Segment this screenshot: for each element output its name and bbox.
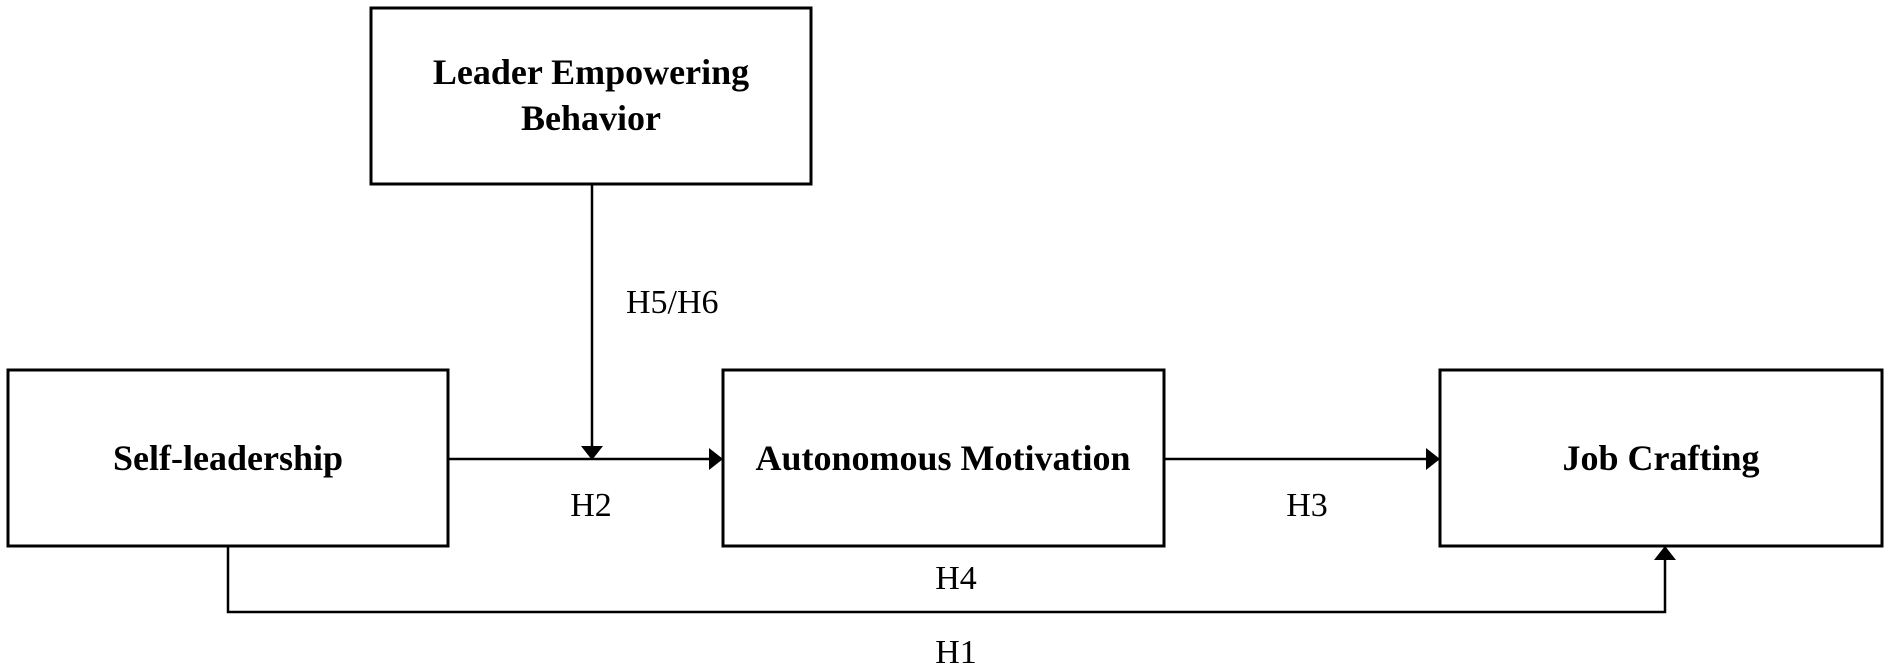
edge-h2: H2 (449, 448, 723, 524)
edge-h2-arrowhead (709, 448, 723, 470)
edge-h3-label: H3 (1286, 487, 1328, 524)
edge-h1: H1 (226, 546, 1676, 669)
edge-h3-arrowhead (1426, 448, 1440, 470)
node-leader-empowering-behavior-label-line1: Leader Empowering (433, 52, 749, 92)
node-job-crafting: Job Crafting (1438, 368, 1884, 548)
node-autonomous-motivation: Autonomous Motivation (721, 368, 1166, 548)
node-self-leadership-label: Self-leadership (113, 438, 343, 478)
node-leader-empowering-behavior-label-line2: Behavior (521, 98, 661, 138)
edge-h2-label: H2 (570, 487, 612, 524)
edge-h3: H3 (1165, 448, 1440, 524)
edge-h4-label: H4 (935, 560, 977, 597)
node-leader-empowering-behavior: Leader Empowering Behavior (369, 6, 813, 186)
edge-h5-h6: H5/H6 (581, 184, 719, 460)
node-job-crafting-label: Job Crafting (1563, 438, 1760, 478)
node-autonomous-motivation-label: Autonomous Motivation (755, 438, 1130, 478)
node-self-leadership: Self-leadership (6, 368, 450, 548)
edge-h5-h6-label: H5/H6 (626, 284, 719, 321)
edge-h5-h6-arrowhead (581, 446, 603, 460)
edge-h1-label: H1 (935, 634, 977, 669)
edge-h1-line (226, 547, 1667, 614)
edge-h1-arrowhead (1654, 546, 1676, 560)
